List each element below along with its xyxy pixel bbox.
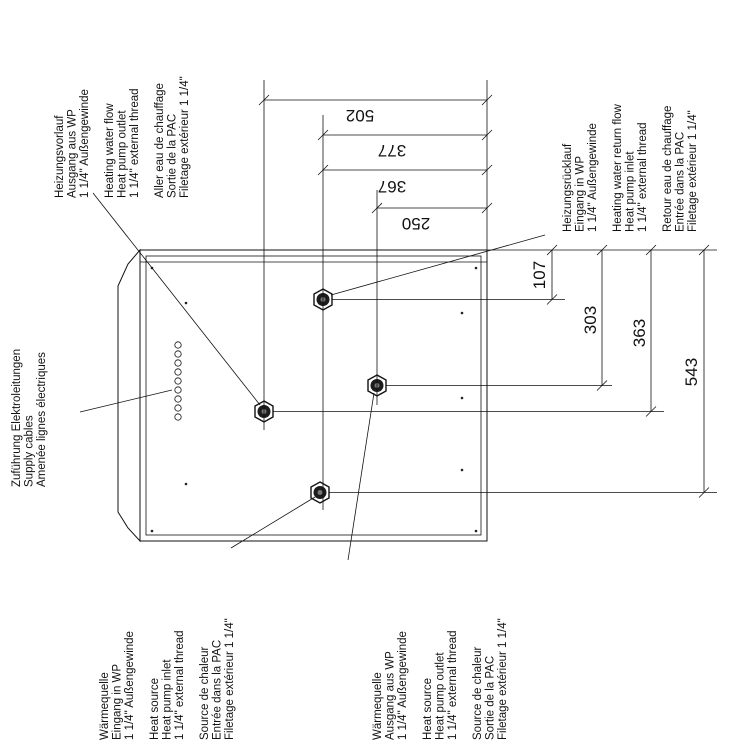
svg-text:Aller eau de chauffage: Aller eau de chauffage [154,83,166,198]
label-supply-cables: Zuführung Elektroleitungen Supply cables… [11,349,48,487]
svg-text:Source de chaleur: Source de chaleur [472,646,484,740]
svg-text:Filetage extérieur 1 1/4": Filetage extérieur 1 1/4" [224,618,236,740]
svg-text:Heat pump outlet: Heat pump outlet [435,652,447,740]
unit-outline [117,248,488,543]
svg-text:Filetage extérieur 1 1/4": Filetage extérieur 1 1/4" [179,76,191,198]
svg-text:Heat source: Heat source [149,678,161,740]
right-dimension-values: 107 303 363 543 [530,261,701,386]
svg-text:Filetage extérieur 1 1/4": Filetage extérieur 1 1/4" [687,110,699,232]
fitting-heat-source-inlet [310,481,330,504]
dim-363: 363 [630,319,649,347]
svg-text:Entrée dans la PAC: Entrée dans la PAC [212,640,224,740]
svg-text:Zuführung Elektroleitungen: Zuführung Elektroleitungen [11,349,23,487]
svg-text:Heating water return flow: Heating water return flow [612,103,624,232]
svg-text:Heat pump outlet: Heat pump outlet [117,110,129,198]
svg-text:1 1/4" Außengewinde: 1 1/4" Außengewinde [79,89,91,198]
svg-text:Supply cables: Supply cables [24,415,36,487]
right-dimension-lines [546,244,710,498]
svg-text:Source de chaleur: Source de chaleur [199,646,211,740]
label-heat-source-outlet: Wärmequelle Ausgang aus WP 1 1/4" Außeng… [372,618,509,740]
svg-text:Heizungsvorlauf: Heizungsvorlauf [54,115,66,198]
svg-text:Eingang in WP: Eingang in WP [112,664,124,740]
svg-text:1 1/4" external thread: 1 1/4" external thread [129,88,141,198]
leader-lines [79,192,546,561]
top-dimension-lines [258,94,493,214]
label-heating-return: Heizungsrücklauf Eingang in WP 1 1/4" Au… [562,103,699,232]
dim-303: 303 [581,306,600,334]
svg-text:1 1/4" external thread: 1 1/4" external thread [447,630,459,740]
svg-text:Sortie de la PAC: Sortie de la PAC [167,114,179,198]
svg-text:Ausgang aus WP: Ausgang aus WP [385,651,397,740]
svg-text:1 1/4" Außengewinde: 1 1/4" Außengewinde [397,631,409,740]
dim-107: 107 [530,261,549,289]
svg-text:Heizungsrücklauf: Heizungsrücklauf [562,143,574,232]
svg-text:Heating water flow: Heating water flow [104,103,116,198]
label-heat-source-inlet: Wärmequelle Eingang in WP 1 1/4" Außenge… [99,618,236,740]
svg-text:Retour eau de chauffage: Retour eau de chauffage [662,106,674,232]
svg-text:Wärmequelle: Wärmequelle [99,672,111,740]
dim-377: 377 [378,141,406,160]
svg-text:Heat source: Heat source [422,678,434,740]
svg-text:1 1/4" external thread: 1 1/4" external thread [637,122,649,232]
dim-543: 543 [682,358,701,386]
dim-502: 502 [346,106,374,125]
svg-text:Heat pump inlet: Heat pump inlet [162,659,174,740]
supply-cable-grommets [174,341,182,421]
svg-text:Filetage extérieur 1 1/4": Filetage extérieur 1 1/4" [497,618,509,740]
svg-text:Heat pump inlet: Heat pump inlet [625,151,637,232]
svg-text:Entrée dans la PAC: Entrée dans la PAC [675,132,687,232]
dim-367: 367 [378,177,406,196]
label-heating-flow: Heizungsvorlauf Ausgang aus WP 1 1/4" Au… [54,76,191,198]
svg-text:Eingang in WP: Eingang in WP [575,156,587,232]
svg-text:Amenée lignes électriques: Amenée lignes électriques [36,352,48,487]
top-dimension-values: 502 377 367 250 [346,106,430,233]
svg-text:1 1/4" Außengewinde: 1 1/4" Außengewinde [587,123,599,232]
svg-text:Ausgang aus WP: Ausgang aus WP [67,109,79,198]
dim-250: 250 [402,214,430,233]
svg-text:1 1/4" external thread: 1 1/4" external thread [174,630,186,740]
svg-text:1 1/4" Außengewinde: 1 1/4" Außengewinde [124,631,136,740]
svg-text:Sortie de la PAC: Sortie de la PAC [485,656,497,740]
svg-text:Wärmequelle: Wärmequelle [372,672,384,740]
